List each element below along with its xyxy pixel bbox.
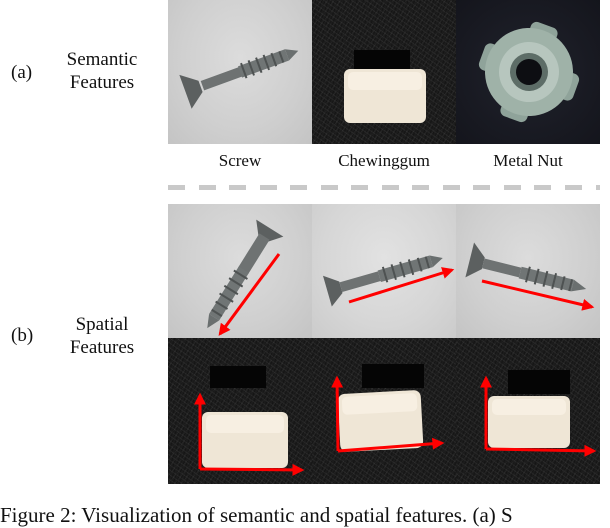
screw-image	[322, 255, 455, 307]
figure-caption: Figure 2: Visualization of semantic and …	[0, 503, 513, 527]
chewinggum-image	[194, 366, 305, 476]
screw-image	[465, 242, 595, 311]
label-chewinggum: Chewinggum	[338, 151, 430, 170]
semantic-panel-metal-nut	[456, 0, 600, 144]
chewinggum-image	[344, 50, 426, 123]
row-a-label-line2: Features	[69, 72, 135, 93]
semantic-panel-chewinggum	[312, 0, 456, 144]
spatial-screw-panel-2	[312, 204, 456, 338]
label-screw: Screw	[218, 151, 262, 170]
spatial-gum-panel-1	[168, 338, 312, 484]
spatial-gum-panel-2	[312, 338, 456, 484]
direction-arrow	[218, 253, 281, 336]
screw-image	[179, 49, 299, 109]
metal-nut-image	[478, 21, 580, 123]
screw-image	[207, 219, 284, 336]
row-b-label: Spatial Features	[46, 313, 158, 359]
semantic-panel-screw	[168, 0, 312, 144]
chewinggum-image	[331, 364, 445, 453]
spatial-screw-panel-3	[456, 204, 600, 338]
row-b-letter: (b)	[11, 325, 34, 346]
spatial-gum-panel-3	[456, 338, 600, 484]
row-b-label-line1: Spatial	[75, 314, 129, 335]
chewinggum-image	[480, 370, 597, 457]
row-b-label-line2: Features	[69, 337, 135, 358]
label-metal-nut: Metal Nut	[493, 151, 563, 170]
row-a-label: Semantic Features	[46, 48, 158, 94]
row-a-label-line1: Semantic	[66, 49, 138, 70]
spatial-screw-panel-1	[168, 204, 312, 338]
direction-arrow	[481, 279, 595, 311]
row-a-letter: (a)	[11, 62, 33, 83]
direction-arrow	[348, 267, 455, 304]
